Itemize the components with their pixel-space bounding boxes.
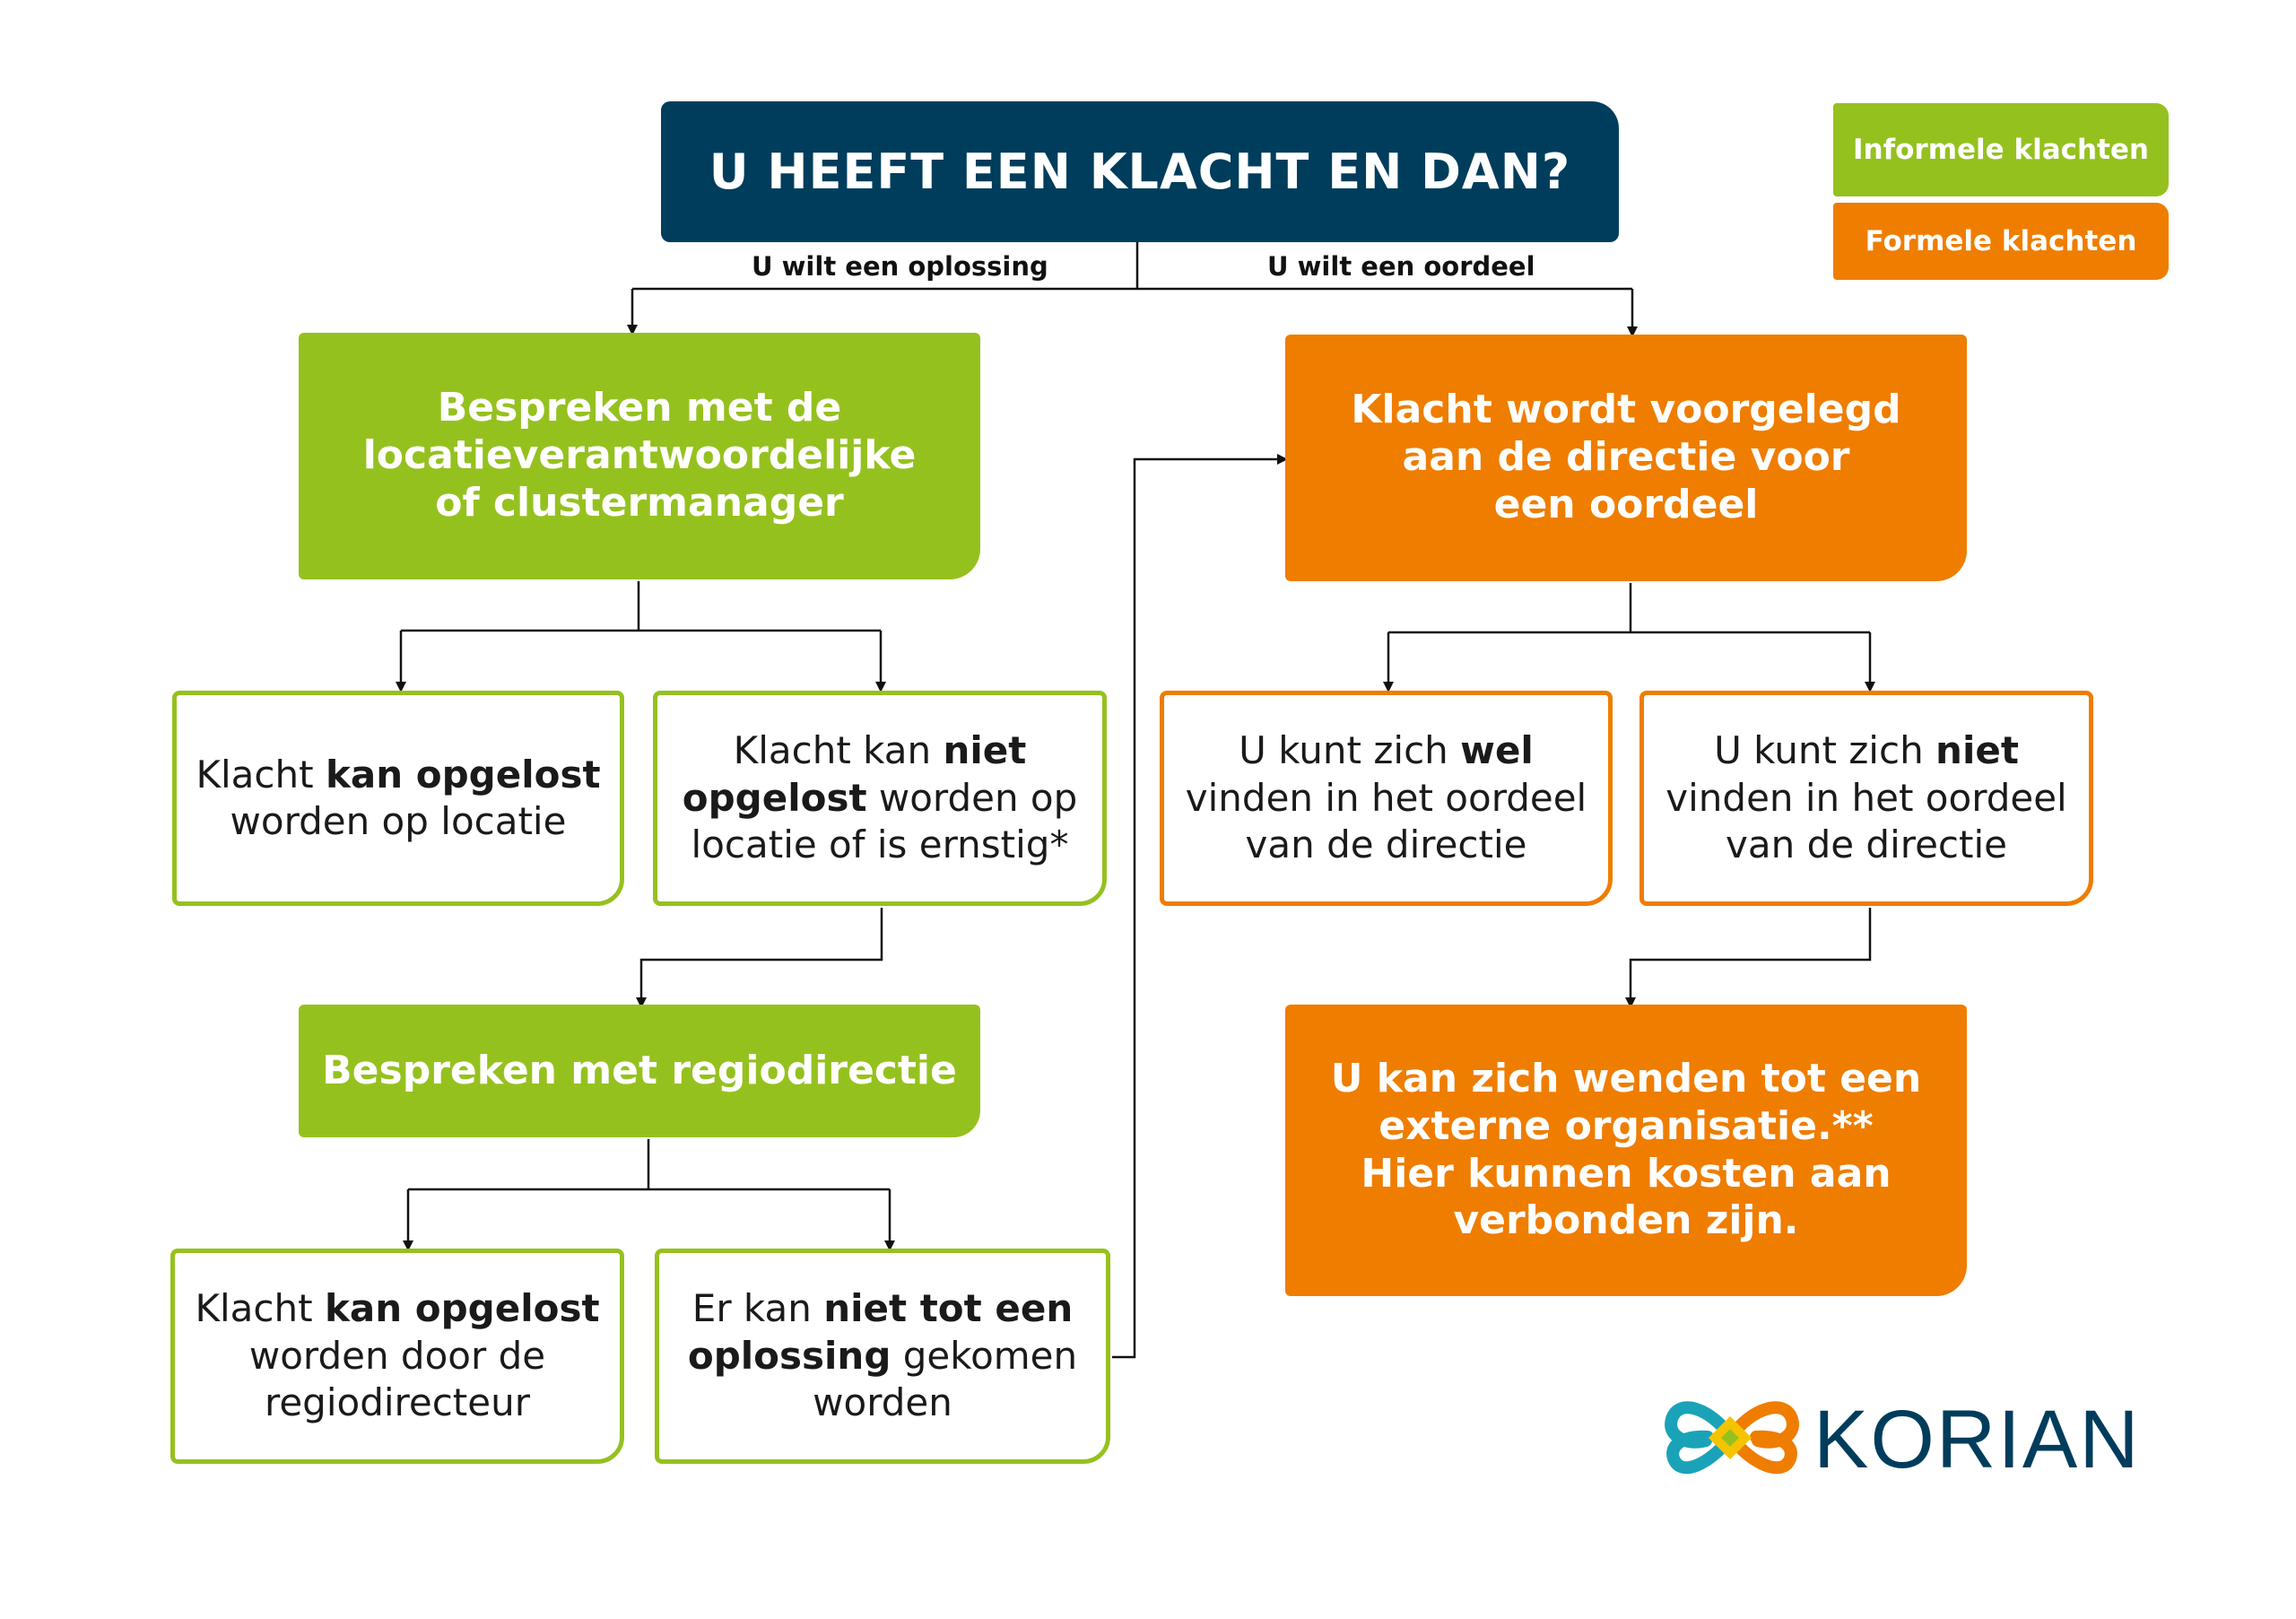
text: van de directie <box>1245 823 1527 867</box>
text: vinden in het oordeel <box>1665 775 2067 820</box>
discuss-location-manager-box: Bespreken met de locatieverantwoordelijk… <box>299 333 980 579</box>
text: U kunt zich <box>1714 728 1936 773</box>
text: Klacht <box>195 1286 325 1331</box>
no-solution-reached-box: Er kan niet tot een oplossing gekomen wo… <box>655 1249 1110 1464</box>
solved-at-location-box: Klacht kan opgelost worden op locatie <box>172 691 624 906</box>
text: van de directie <box>1726 823 2007 867</box>
butterfly-logo-icon <box>1665 1401 1799 1475</box>
text-bold: niet <box>1935 728 2019 773</box>
text-bold: kan opgelost <box>325 752 601 796</box>
text-bold: oplossing <box>687 1333 891 1378</box>
external-organisation-box: U kan zich wenden tot een externe organi… <box>1285 1005 1967 1296</box>
text: worden <box>813 1380 952 1425</box>
agree-with-judgment-box: U kunt zich wel vinden in het oordeel va… <box>1160 691 1613 906</box>
edge-label-solution: U wilt een oplossing <box>752 251 1048 282</box>
text: worden op <box>866 775 1078 820</box>
text: U kunt zich <box>1239 728 1461 773</box>
text: Klacht kan <box>733 728 944 773</box>
main-line: Bespreken met regiodirectie <box>322 1047 957 1093</box>
main-line: een oordeel <box>1493 481 1759 527</box>
legend-formal: Formele klachten <box>1833 203 2169 280</box>
text: worden op locatie <box>230 799 567 843</box>
edge-label-judgment: U wilt een oordeel <box>1267 251 1535 282</box>
legend-informal: Informele klachten <box>1833 103 2169 196</box>
text-bold: kan opgelost <box>324 1286 600 1331</box>
korian-logo: KORIAN <box>1661 1381 2172 1493</box>
text: Er kan <box>691 1286 824 1331</box>
text: regiodirecteur <box>264 1380 530 1425</box>
main-line: verbonden zijn. <box>1453 1197 1799 1244</box>
main-line: Bespreken met de <box>437 385 842 431</box>
text-bold: niet tot een <box>823 1286 1074 1331</box>
main-line: aan de directie voor <box>1402 434 1850 481</box>
main-line: externe organisatie.** <box>1378 1102 1874 1149</box>
disagree-with-judgment-box: U kunt zich niet vinden in het oordeel v… <box>1639 691 2093 906</box>
main-line: U kan zich wenden tot een <box>1330 1055 1922 1101</box>
text: locatie of is ernstig* <box>691 823 1069 867</box>
main-line: Klacht wordt voorgelegd <box>1351 387 1901 433</box>
text-bold: opgelost <box>682 775 867 820</box>
discuss-region-box: Bespreken met regiodirectie <box>299 1005 980 1137</box>
text-bold: niet <box>943 728 1027 773</box>
presented-to-management-box: Klacht wordt voorgelegd aan de directie … <box>1285 335 1967 581</box>
logo-wordmark: KORIAN <box>1813 1394 2141 1485</box>
text: worden door de <box>248 1333 546 1378</box>
main-line: locatieverantwoordelijke <box>362 432 917 479</box>
text: Klacht <box>196 752 326 796</box>
solved-by-region-box: Klacht kan opgelost worden door de regio… <box>170 1249 624 1464</box>
text-bold: wel <box>1460 728 1534 773</box>
text: vinden in het oordeel <box>1185 775 1587 820</box>
text: gekomen <box>891 1333 1078 1378</box>
not-solved-at-location-box: Klacht kan niet opgelost worden op locat… <box>653 691 1107 906</box>
main-line: of clustermanager <box>435 479 844 526</box>
main-line: Hier kunnen kosten aan <box>1361 1150 1892 1197</box>
page-title: U HEEFT EEN KLACHT EN DAN? <box>661 101 1619 242</box>
